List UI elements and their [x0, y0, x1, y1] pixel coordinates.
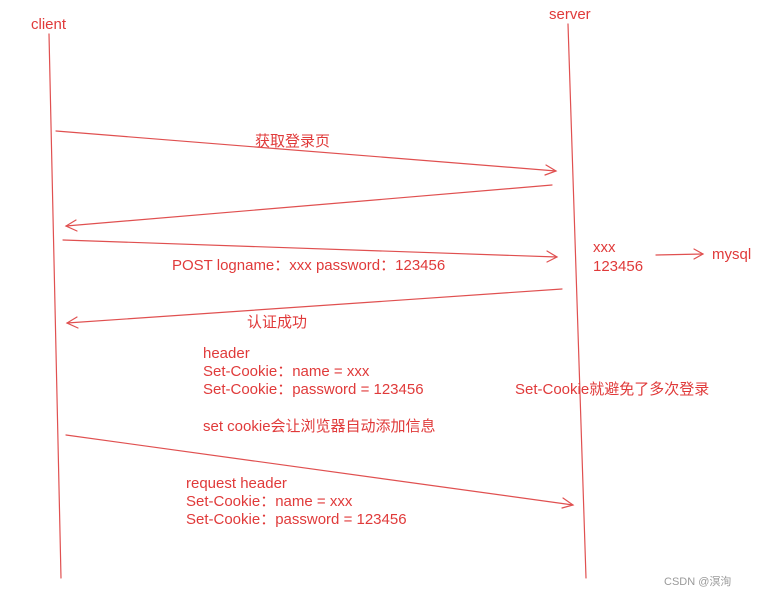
client-label: client	[31, 16, 67, 33]
arrow-return-login-page	[64, 184, 553, 232]
arrow-post-login	[62, 239, 559, 263]
server-check-pass: 123456	[593, 258, 644, 275]
client-lifeline	[48, 33, 62, 579]
get-login-page-label: 获取登录页	[255, 133, 331, 150]
response-set-cookie-name: Set-Cookie：name = xxx	[203, 363, 370, 380]
request-set-cookie-password: Set-Cookie：password = 123456	[186, 511, 407, 528]
arrow-request-with-cookie	[65, 434, 575, 509]
watermark: CSDN @溟洵	[664, 576, 732, 588]
arrow-get-login-page	[55, 130, 558, 176]
mysql-label: mysql	[712, 246, 752, 263]
post-login-label: POST logname：xxx password：123456	[172, 257, 446, 274]
response-header-title: header	[203, 345, 250, 362]
arrow-to-mysql	[655, 248, 705, 260]
auth-success-label: 认证成功	[247, 314, 308, 331]
server-check-user: xxx	[593, 239, 616, 256]
note-browser-auto-add: set cookie会让浏览器自动添加信息	[203, 418, 436, 435]
note-set-cookie-avoids-login: Set-Cookie就避免了多次登录	[515, 381, 710, 398]
response-set-cookie-password: Set-Cookie：password = 123456	[203, 381, 424, 398]
arrow-auth-success	[65, 288, 563, 329]
server-lifeline	[567, 23, 587, 579]
server-label: server	[549, 6, 591, 23]
request-set-cookie-name: Set-Cookie：name = xxx	[186, 493, 353, 510]
request-header-title: request header	[186, 475, 287, 492]
